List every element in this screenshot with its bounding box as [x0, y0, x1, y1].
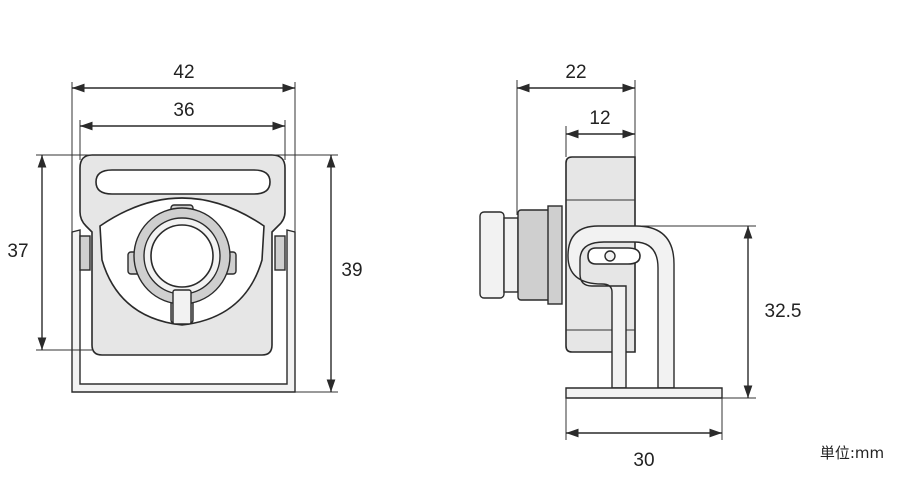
dim-label-12: 12: [589, 108, 610, 129]
front-view: 42 36 37 39: [7, 62, 363, 393]
dim-label-30: 30: [633, 450, 654, 471]
side-view: 22 12 32.5 30: [479, 62, 802, 471]
front-top-slot: [95, 169, 271, 195]
unit-label: 単位:mm: [820, 444, 884, 462]
dim-label-39: 39: [341, 260, 362, 281]
dim-label-42: 42: [173, 62, 194, 83]
side-base: [565, 387, 723, 399]
dim-label-32-5: 32.5: [765, 301, 802, 322]
dim-label-37: 37: [7, 241, 28, 262]
dim-label-22: 22: [565, 62, 586, 83]
lens-mount: [127, 204, 237, 325]
front-bracket: [71, 229, 296, 393]
dim-label-36: 36: [173, 100, 194, 121]
side-lens-knob: [479, 211, 505, 299]
